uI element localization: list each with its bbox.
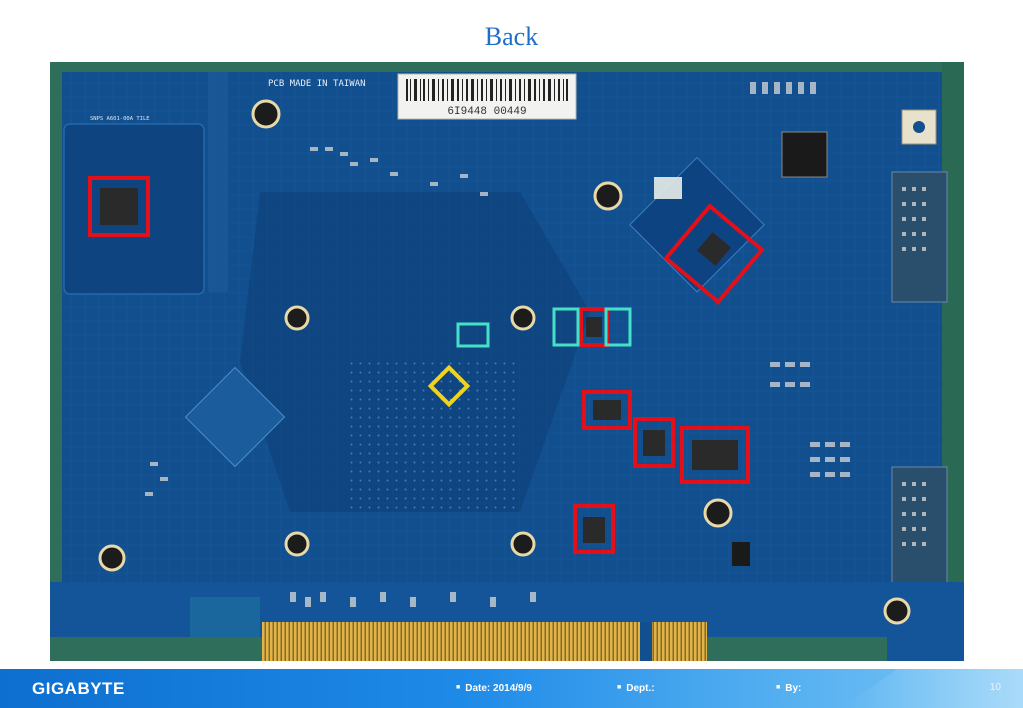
highlight-cyan-box bbox=[604, 307, 632, 347]
page-number: 10 bbox=[989, 682, 1001, 693]
dvi-connector-top bbox=[891, 171, 948, 303]
controller-chip bbox=[781, 131, 828, 178]
highlight-cyan-box bbox=[552, 307, 580, 347]
highlight-cyan-box bbox=[456, 322, 490, 348]
highlight-red-box bbox=[633, 417, 675, 468]
mount-hole bbox=[251, 99, 281, 129]
mount-hole bbox=[284, 531, 310, 557]
slide-title: Back bbox=[484, 22, 539, 51]
gold-fingers bbox=[262, 622, 707, 661]
pcb-made-in-label: PCB MADE IN TAIWAN bbox=[268, 79, 366, 89]
dvi-connector-bottom bbox=[891, 466, 948, 598]
mount-hole bbox=[510, 305, 536, 331]
mount-hole bbox=[284, 305, 310, 331]
footer-date: ■Date: 2014/9/9 bbox=[456, 683, 532, 694]
footer-by: ■By: bbox=[776, 683, 802, 694]
mount-hole bbox=[703, 498, 733, 528]
highlight-red-box bbox=[582, 390, 632, 430]
mount-hole bbox=[593, 181, 623, 211]
highlight-red-box bbox=[88, 176, 150, 237]
highlight-red-box bbox=[663, 203, 765, 305]
mount-hole bbox=[98, 544, 126, 572]
highlight-red-box bbox=[573, 504, 615, 554]
mount-hole bbox=[510, 531, 536, 557]
highlight-red-box bbox=[680, 426, 750, 484]
bullet-icon: ■ bbox=[456, 684, 461, 691]
pcb-photo: 6I9448 00449 PCB MADE IN TAIWAN SNPS A60… bbox=[50, 62, 964, 661]
footer-dept: ■Dept.: bbox=[617, 683, 655, 694]
module-tag-label: SNPS A601-00A TILE bbox=[90, 116, 150, 122]
bullet-icon: ■ bbox=[776, 684, 781, 691]
gigabyte-logo: GIGABYTE bbox=[32, 679, 125, 698]
barcode-number: 6I9448 00449 bbox=[447, 106, 526, 118]
bullet-icon: ■ bbox=[617, 684, 622, 691]
mount-hole bbox=[883, 597, 911, 625]
footer-bar: GIGABYTE ■Date: 2014/9/9 ■Dept.: ■By: 10 bbox=[0, 669, 1023, 708]
highlight-yellow-diamond bbox=[427, 364, 471, 408]
pcb-board-drawing: 6I9448 00449 PCB MADE IN TAIWAN SNPS A60… bbox=[50, 62, 964, 661]
